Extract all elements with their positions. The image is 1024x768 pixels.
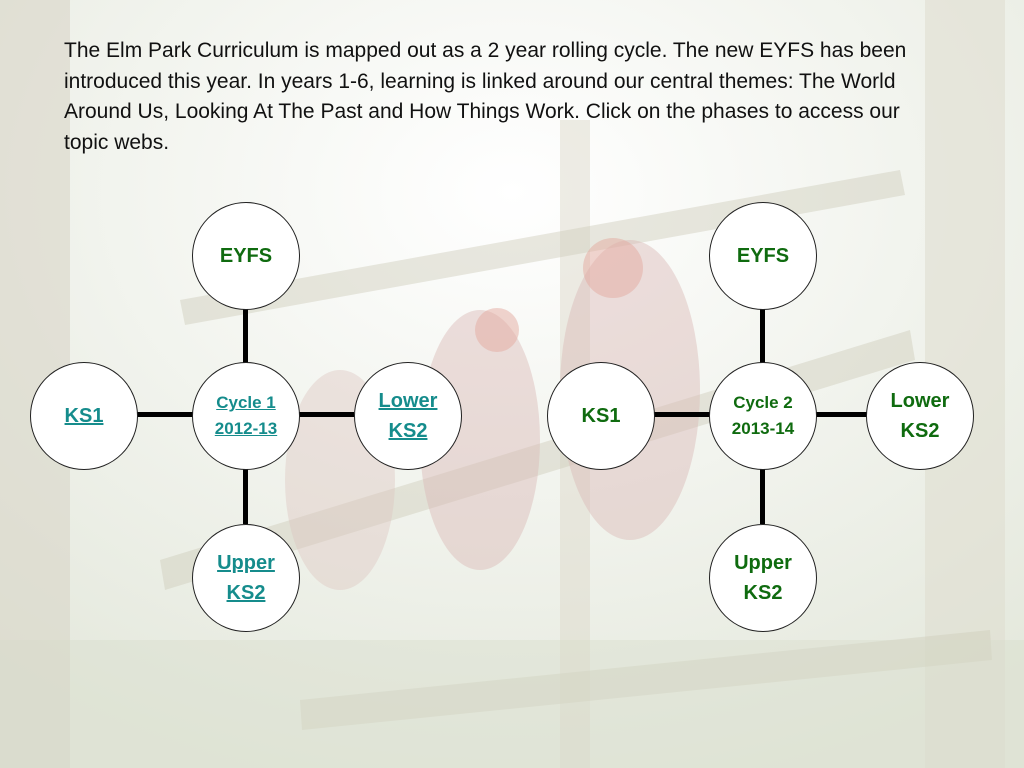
cycle1-connector-bottom	[243, 469, 248, 524]
cycle1-upper-ks2-node: Upper KS2	[192, 524, 300, 632]
cycle2-ks1-node: KS1	[547, 362, 655, 470]
cycle1-ks1-link[interactable]: KS1	[64, 405, 104, 427]
cycle2-lower-ks2-line1: Lower	[890, 390, 950, 412]
cycle2-connector-top	[760, 309, 765, 363]
cycle1-hub-link[interactable]: Cycle 1 2012-13	[215, 390, 277, 442]
cycle2-connector-bottom	[760, 469, 765, 524]
intro-text: The Elm Park Curriculum is mapped out as…	[64, 39, 907, 154]
cycle1-lower-ks2-line2: KS2	[388, 420, 428, 442]
cycle2-hub-line1: Cycle 2	[733, 393, 793, 412]
cycle1-hub-line2: 2012-13	[214, 419, 278, 438]
cycle1-connector-right	[298, 412, 354, 417]
cycle2-upper-ks2-node: Upper KS2	[709, 524, 817, 632]
cycle1-connector-left	[137, 412, 193, 417]
cycle2-hub-node: Cycle 2 2013-14	[709, 362, 817, 470]
cycle1-eyfs-label: EYFS	[219, 245, 273, 267]
cycle1-hub-line1: Cycle 1	[216, 393, 276, 412]
cycle2-upper-ks2-line1: Upper	[734, 552, 792, 574]
cycle1-lower-ks2-line1: Lower	[378, 390, 438, 412]
cycle1-eyfs-node: EYFS	[192, 202, 300, 310]
cycle1-lower-ks2-node: Lower KS2	[354, 362, 462, 470]
cycle1-upper-ks2-line1: Upper	[217, 552, 275, 574]
cycle1-lower-ks2-link[interactable]: Lower KS2	[379, 386, 438, 446]
cycle1-ks1-node: KS1	[30, 362, 138, 470]
cycle2-eyfs-label: EYFS	[736, 245, 790, 267]
cycle1-hub-node: Cycle 1 2012-13	[192, 362, 300, 470]
cycle1-upper-ks2-link[interactable]: Upper KS2	[217, 548, 275, 608]
cycle1-connector-top	[243, 309, 248, 363]
cycle2-ks1-label: KS1	[581, 405, 621, 427]
cycle2-hub-line2: 2013-14	[731, 419, 795, 438]
cycle2-lower-ks2-line2: KS2	[900, 420, 940, 442]
cycle2-connector-left	[654, 412, 710, 417]
cycle2-connector-right	[815, 412, 871, 417]
cycle2-eyfs-node: EYFS	[709, 202, 817, 310]
cycle1-upper-ks2-line2: KS2	[226, 582, 266, 604]
cycle2-lower-ks2-node: Lower KS2	[866, 362, 974, 470]
cycle2-upper-ks2-line2: KS2	[743, 582, 783, 604]
